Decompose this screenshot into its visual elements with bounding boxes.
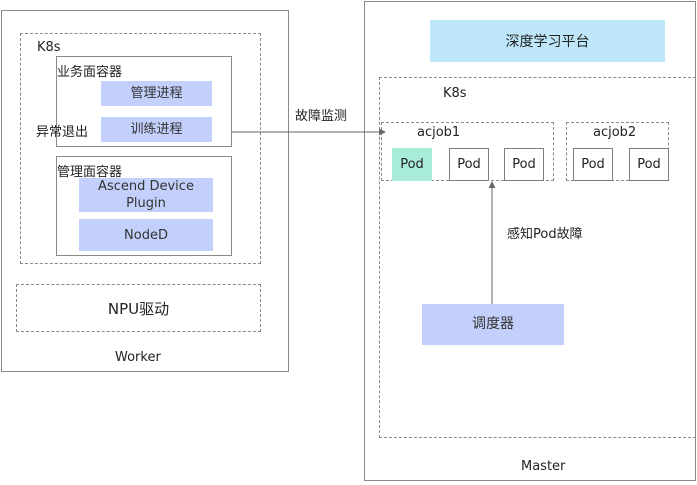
faulty-pod: Pod [392, 148, 432, 181]
acjob1-pod-2: Pod [449, 148, 489, 181]
noded-box: NodeD [79, 219, 213, 251]
fault-monitor-arrow [232, 128, 386, 136]
master-k8s-region [379, 77, 696, 438]
acjob2-label: acjob2 [593, 125, 637, 140]
npu-driver-label: NPU驱动 [107, 299, 170, 318]
acjob1-label: acjob1 [417, 125, 461, 140]
device-plugin-box: Ascend Device Plugin [79, 178, 213, 212]
acjob2-pod-1: Pod [573, 148, 613, 181]
master-node [364, 1, 696, 481]
manage-process-box: 管理进程 [101, 81, 212, 106]
acjob1-pod-3: Pod [504, 148, 544, 181]
management-container-label: 管理面容器 [57, 165, 123, 180]
business-container-label: 业务面容器 [57, 65, 123, 80]
scheduler-to-pod-arrow [488, 181, 496, 304]
npu-driver-box [16, 284, 261, 332]
master-k8s-label: K8s [443, 86, 467, 101]
worker-k8s-region [20, 33, 261, 264]
training-process-box: 训练进程 [101, 117, 212, 142]
deep-learning-platform-box: 深度学习平台 [430, 20, 665, 62]
master-label: Master [521, 459, 566, 474]
worker-label: Worker [115, 350, 161, 365]
scheduler-box: 调度器 [422, 304, 564, 345]
sense-pod-fault-label: 感知Pod故障 [507, 227, 583, 242]
acjob2-pod-2: Pod [629, 148, 669, 181]
fault-monitor-label: 故障监测 [295, 109, 348, 124]
abnormal-exit-label: 异常退出 [36, 125, 89, 140]
worker-k8s-label: K8s [37, 40, 61, 55]
